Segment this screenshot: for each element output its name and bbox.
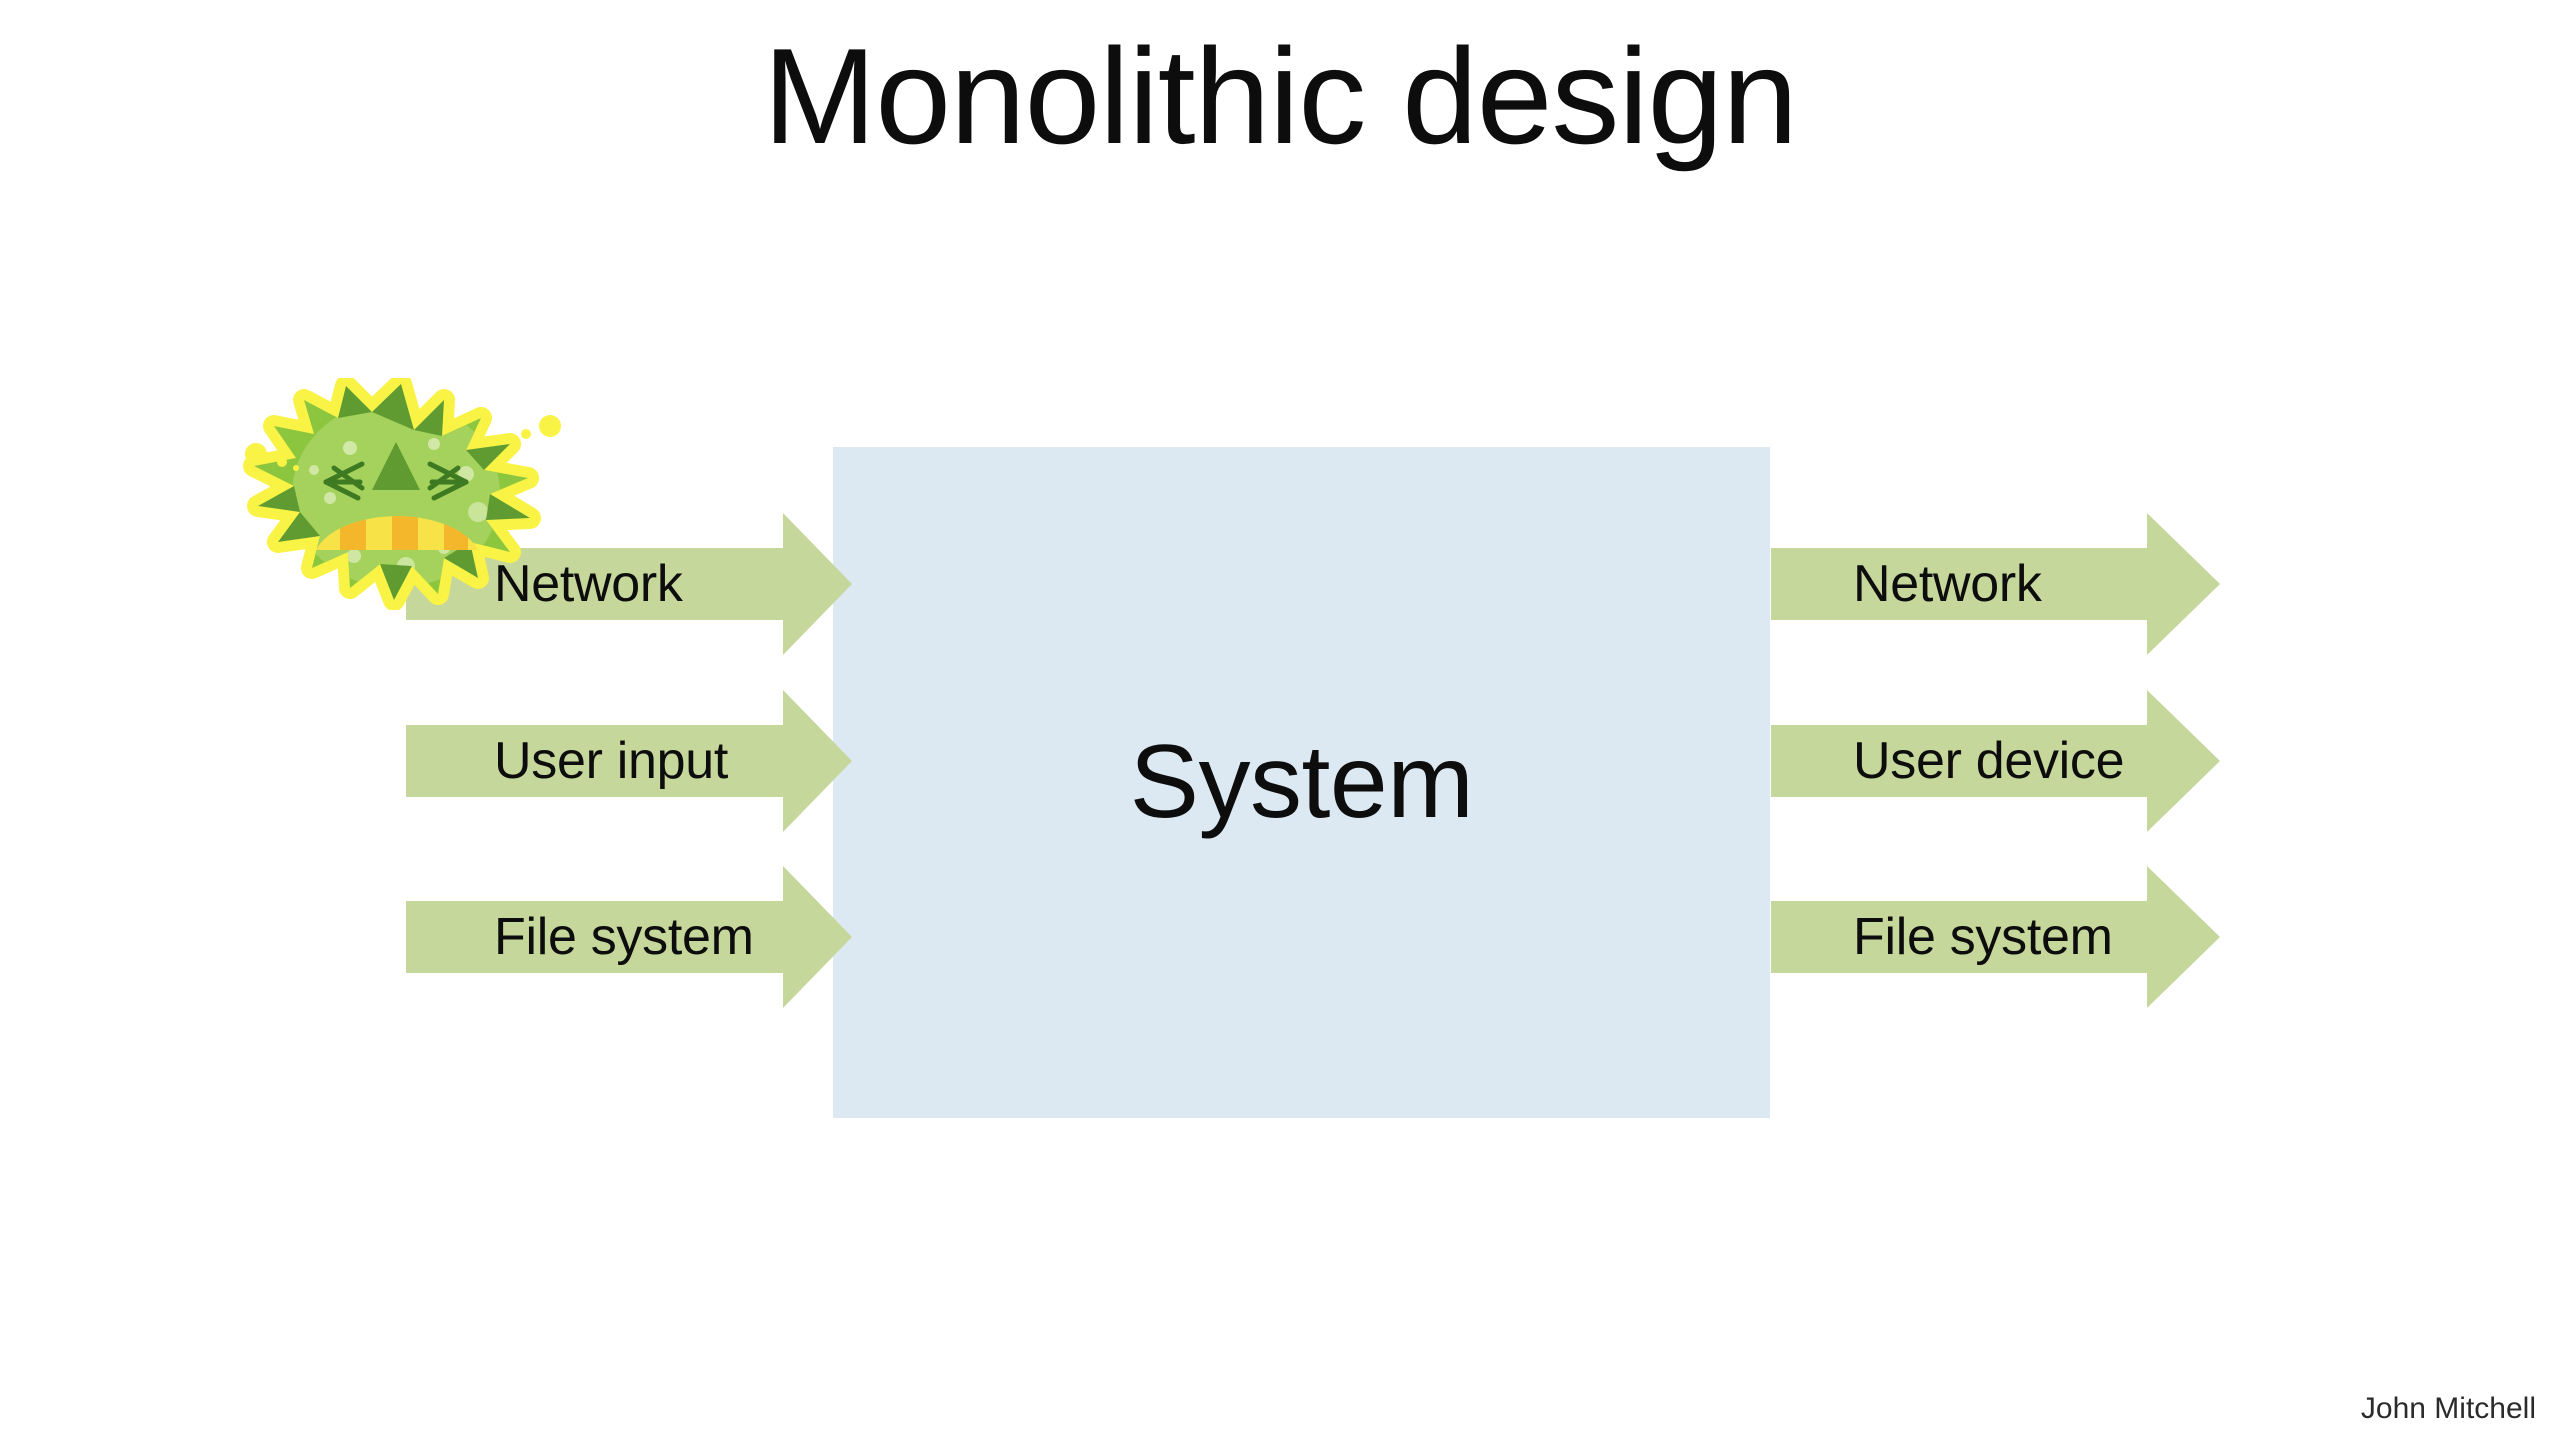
input-arrow-user-input[interactable]: User input <box>406 690 852 832</box>
input-arrow-user-input-label: User input <box>494 732 728 790</box>
output-arrow-file-system-label: File system <box>1853 908 2113 966</box>
page-title: Monolithic design <box>763 20 1798 172</box>
virus-icon <box>238 378 568 610</box>
block-arrow-right-icon <box>406 866 852 1008</box>
system-box-label: System <box>1129 724 1474 840</box>
input-arrow-file-system-label: File system <box>494 908 754 966</box>
block-arrow-right-icon <box>1771 513 2220 655</box>
output-arrow-network[interactable]: Network <box>1771 513 2220 655</box>
virus-right-eye <box>427 461 469 501</box>
output-arrow-file-system[interactable]: File system <box>1771 866 2220 1008</box>
block-arrow-right-icon <box>1771 866 2220 1008</box>
system-box[interactable]: System <box>833 447 1770 1118</box>
block-arrow-right-icon <box>406 690 852 832</box>
block-arrow-right-icon <box>1771 690 2220 832</box>
attribution-text: John Mitchell <box>2360 1392 2536 1425</box>
virus-left-eye <box>323 461 365 501</box>
output-arrow-user-device-label: User device <box>1853 732 2125 790</box>
virus-specks <box>245 415 561 471</box>
virus-icon-graphic <box>238 378 561 610</box>
input-arrow-file-system[interactable]: File system <box>406 866 852 1008</box>
output-arrow-user-device[interactable]: User device <box>1771 690 2220 832</box>
input-arrow-network-label: Network <box>494 555 683 613</box>
virus-nose <box>372 442 420 490</box>
output-arrow-network-label: Network <box>1853 555 2042 613</box>
